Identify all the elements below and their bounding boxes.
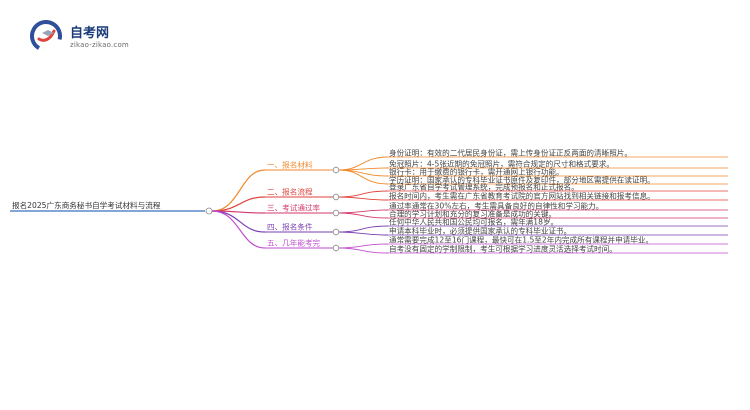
leaf-label: 学历证明：国家承认的专科毕业证书原件及复印件，部分地区需提供在读证明。 <box>389 175 655 185</box>
leaf-label: 通过率通常在30%左右，考生需具备良好的自律性和学习能力。 <box>389 201 603 211</box>
branch-label: 四、报名条件 <box>267 222 313 232</box>
mind-map-nodes: 报名2025广东商务秘书自学考试材料与流程 一、报名材料 身份证明：有效的二代居民身… <box>10 148 728 254</box>
leaf-connector <box>338 225 389 233</box>
site-logo[interactable]: 自考网 zikao-zikao.com <box>30 20 140 54</box>
logo-title: 自考网 <box>70 26 110 41</box>
branch-label: 三、考试通过率 <box>267 203 321 213</box>
branch-connector <box>211 169 266 212</box>
branch-collapse-toggle[interactable] <box>332 244 340 252</box>
branch-collapse-toggle[interactable] <box>332 209 340 217</box>
branch-collapse-toggle[interactable] <box>332 228 340 236</box>
leaf-label: 合理的学习计划和充分的复习准备是成功的关键。 <box>389 209 556 219</box>
leaf-label: 身份证明：有效的二代居民身份证，需上传身份证正反两面的清晰照片。 <box>389 148 632 158</box>
leaf-connector <box>338 190 389 198</box>
leaf-connector <box>338 247 389 254</box>
branch-connector <box>211 210 266 249</box>
root-collapse-toggle[interactable] <box>205 207 213 215</box>
leaf-label: 免冠照片：4-5张近期的免冠照片，需符合规定的尺寸和格式要求。 <box>389 159 614 169</box>
branch-label: 一、报名材料 <box>267 160 313 170</box>
leaf-connector <box>338 169 389 185</box>
leaf-label: 自考没有固定的学制限制，考生可根据学习进度灵活选择考试时间。 <box>389 244 617 254</box>
branch-label: 二、报名流程 <box>267 187 313 197</box>
leaf-label: 申请本科毕业时，必须提供国家承认的专科毕业证书。 <box>389 226 571 236</box>
leaf-connector <box>338 167 389 171</box>
leaf-connector <box>338 209 389 214</box>
leaf-label: 报名时间内，考生需在广东省教育考试院的官方网站找到相关链接和报考信息。 <box>389 191 655 201</box>
branch-label: 五、几年能考完 <box>267 238 321 248</box>
mind-map-edges <box>211 156 389 254</box>
leaf-connector <box>338 243 389 249</box>
leaf-connector <box>338 231 389 236</box>
leaf-label: 通常需要完成12至16门课程，最快可在1.5至2年内完成所有课程并申请毕业。 <box>389 235 653 245</box>
leaf-connector <box>338 196 389 201</box>
root-node-label: 报名2025广东商务秘书自学考试材料与流程 <box>12 200 161 210</box>
leaf-connector <box>338 212 389 219</box>
logo-emblem-icon <box>30 20 62 52</box>
leaf-label: 登录广东省自学考试管理系统，完成预报名和正式报名。 <box>389 182 579 192</box>
leaf-label: 任何中华人民共和国公民均可报名，需年满18岁。 <box>389 217 558 227</box>
logo-subtitle: zikao-zikao.com <box>70 41 129 49</box>
leaf-label: 银行卡：用于缴费的银行卡，需开通网上银行功能。 <box>389 167 564 177</box>
branch-collapse-toggle[interactable] <box>332 193 340 201</box>
branch-collapse-toggle[interactable] <box>332 166 340 174</box>
branch-connector <box>211 196 266 212</box>
